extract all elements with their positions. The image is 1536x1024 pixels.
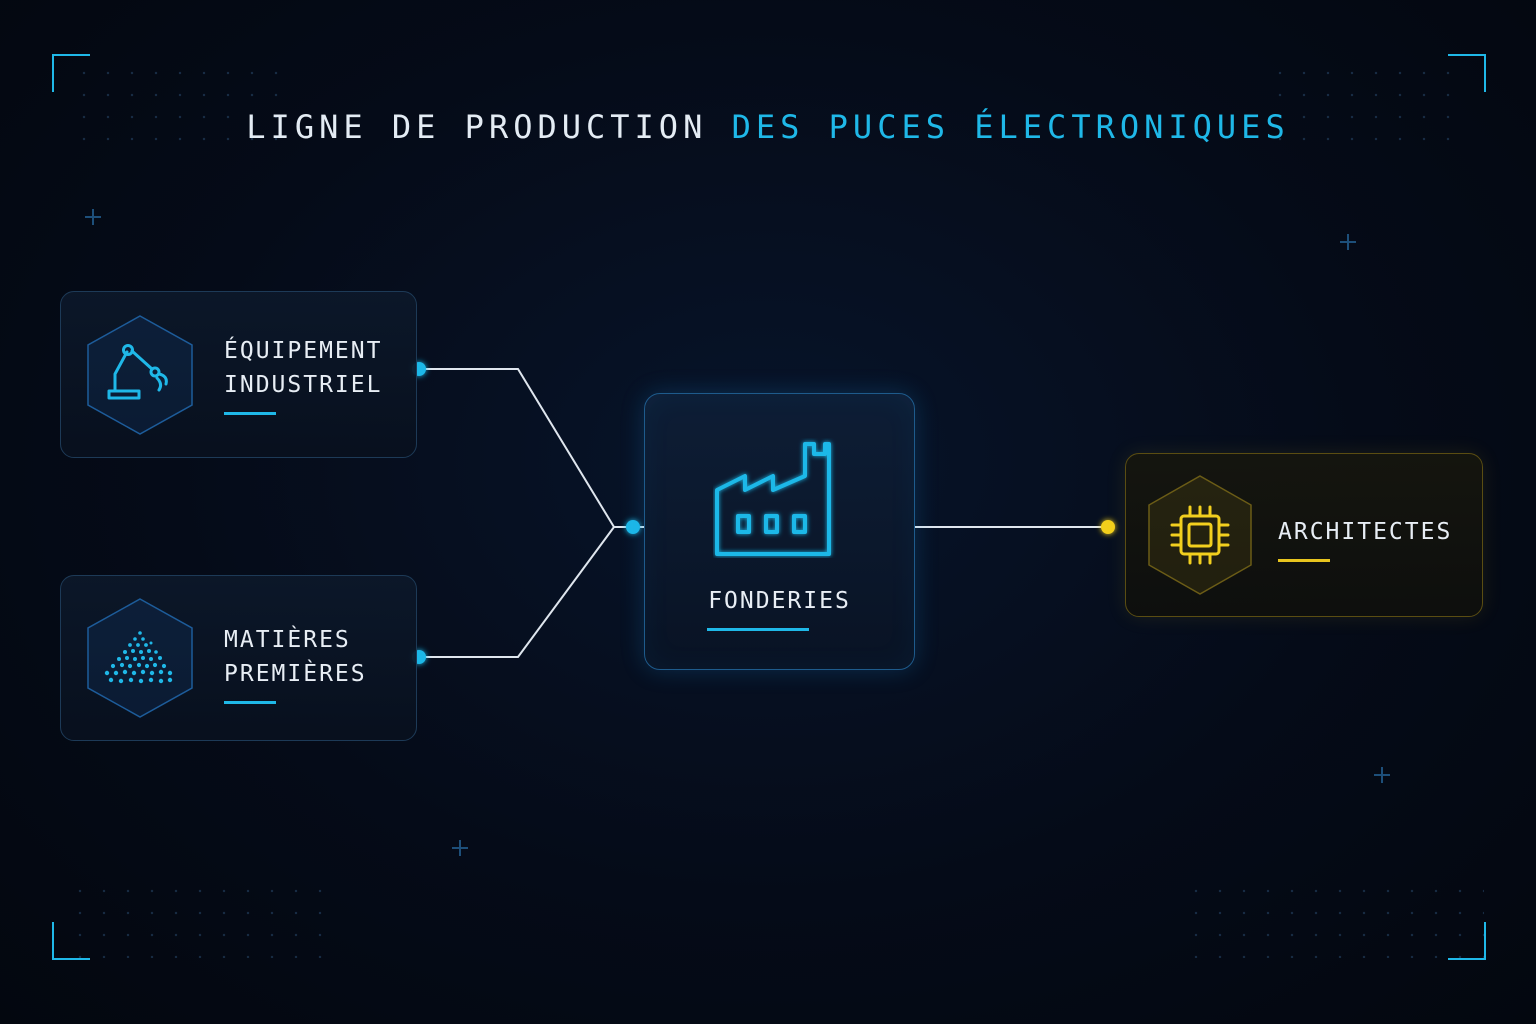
plus-marker	[1374, 767, 1390, 783]
frame-corner-top-left	[52, 54, 90, 92]
label-underline	[224, 412, 276, 415]
node-label-line-2: INDUSTRIEL	[224, 372, 383, 398]
plus-marker	[85, 209, 101, 225]
title-part-2: DES PUCES ÉLECTRONIQUES	[731, 108, 1290, 146]
dot-grid-bottom-left	[68, 880, 328, 958]
node-label-line-2: PREMIÈRES	[224, 661, 367, 687]
label-underline	[224, 701, 276, 704]
factory-icon	[715, 442, 831, 556]
page-title: LIGNE DE PRODUCTION DES PUCES ÉLECTRONIQ…	[0, 108, 1536, 146]
frame-corner-top-right	[1448, 54, 1486, 92]
node-equipement-industriel: ÉQUIPEMENT INDUSTRIEL	[60, 291, 417, 458]
node-fonderies: FONDERIES	[644, 393, 915, 670]
wire-matieres-to-fonderies	[419, 526, 615, 658]
raw-material-pile-icon	[87, 598, 193, 718]
title-part-1: LIGNE DE PRODUCTION	[246, 108, 708, 146]
node-label: ÉQUIPEMENT INDUSTRIEL	[224, 334, 382, 402]
node-label: MATIÈRES PREMIÈRES	[224, 623, 367, 691]
node-label-line-1: ÉQUIPEMENT	[224, 338, 383, 364]
node-label: ARCHITECTES	[1278, 519, 1453, 545]
node-architectes: ARCHITECTES	[1125, 453, 1483, 617]
connector-dot-junction	[626, 520, 640, 534]
chip-icon	[1148, 475, 1252, 595]
robot-arm-icon	[87, 315, 193, 435]
plus-marker	[1340, 234, 1356, 250]
frame-corner-bottom-left	[52, 922, 90, 960]
frame-corner-bottom-right	[1448, 922, 1486, 960]
plus-marker	[452, 840, 468, 856]
dot-grid-top-right	[1268, 62, 1468, 148]
dot-grid-top-left	[72, 62, 282, 148]
dot-grid-bottom-right	[1184, 880, 1484, 958]
node-label-line-1: MATIÈRES	[224, 627, 351, 653]
connector-dot-architectes	[1101, 520, 1115, 534]
label-underline	[1278, 559, 1330, 562]
label-underline	[707, 628, 809, 631]
wire-equipement-to-fonderies	[419, 368, 615, 528]
node-matieres-premieres: MATIÈRES PREMIÈRES	[60, 575, 417, 741]
node-label: FONDERIES	[708, 588, 851, 614]
